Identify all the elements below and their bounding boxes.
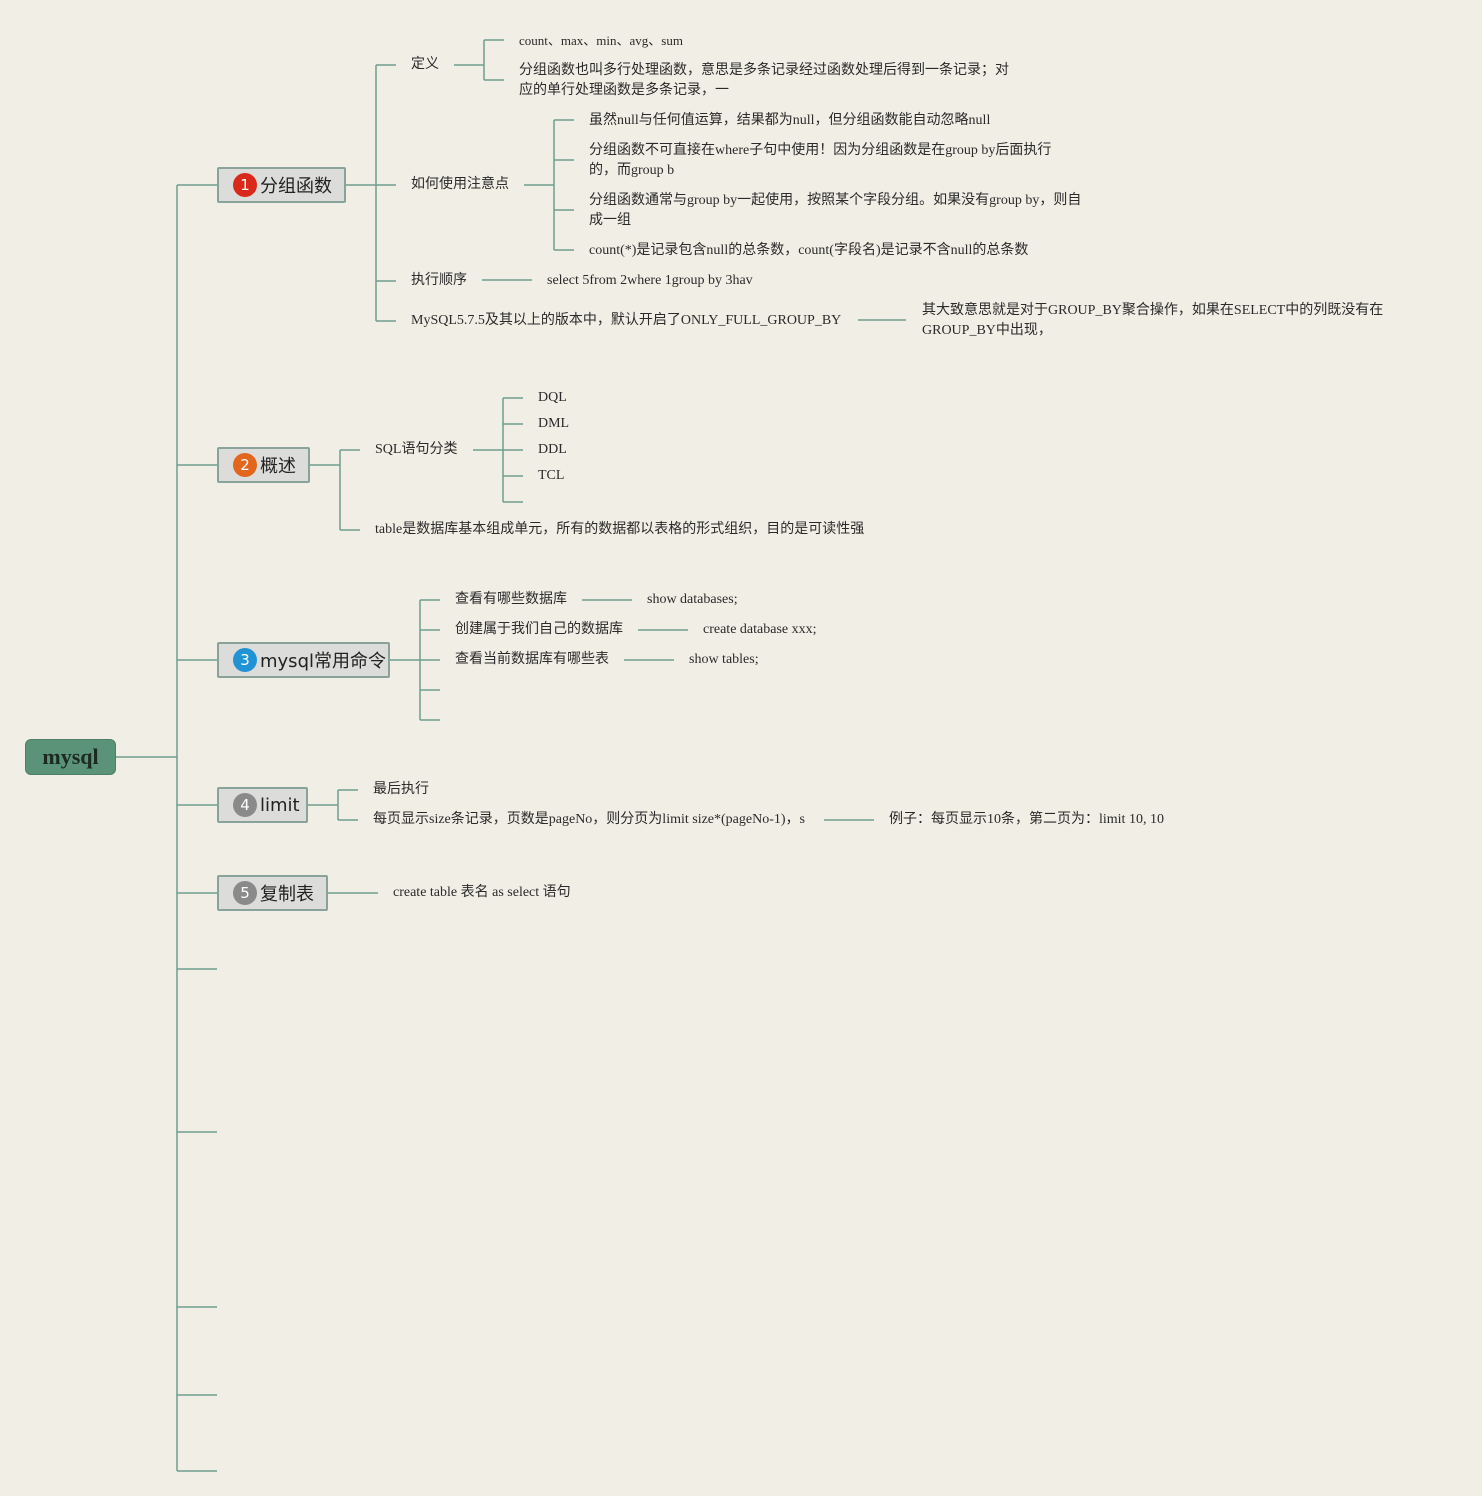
branch-aggregate-functions[interactable]: 1 分组函数 — [217, 167, 346, 203]
branch-label: limit — [260, 794, 300, 816]
node-usage-notes[interactable]: 如何使用注意点 — [411, 177, 509, 192]
node-limit-last-exec[interactable]: 最后执行 — [373, 782, 429, 797]
node-cmd-show-databases[interactable]: 查看有哪些数据库 — [455, 592, 567, 607]
node-exec-order[interactable]: 执行顺序 — [411, 273, 467, 288]
node-exec-order-value[interactable]: select 5from 2where 1group by 3hav — [547, 273, 753, 288]
node-cmd-show-databases-value[interactable]: show databases; — [647, 592, 738, 607]
node-cmd-create-database[interactable]: 创建属于我们自己的数据库 — [455, 622, 623, 637]
root-node[interactable]: mysql — [25, 739, 116, 775]
branch-mysql-commands[interactable]: 3 mysql常用命令 — [217, 642, 390, 678]
node-mysql-version-value[interactable]: 其大致意思就是对于GROUP_BY聚合操作，如果在SELECT中的列既没有在GR… — [922, 303, 1384, 338]
node-cmd-show-tables-value[interactable]: show tables; — [689, 652, 759, 667]
node-usage-note-where[interactable]: 分组函数不可直接在where子句中使用！因为分组函数是在group by后面执行… — [589, 143, 1052, 178]
priority-4-icon: 4 — [233, 793, 257, 817]
branch-copy-table[interactable]: 5 复制表 — [217, 875, 328, 911]
node-table-note[interactable]: table是数据库基本组成单元，所有的数据都以表格的形式组织，目的是可读性强 — [375, 522, 865, 537]
priority-3-icon: 3 — [233, 648, 257, 672]
node-sql-ddl[interactable]: DDL — [538, 442, 567, 457]
node-usage-note-groupby[interactable]: 分组函数通常与group by一起使用，按照某个字段分组。如果没有group b… — [589, 193, 1082, 228]
node-limit-paging-example[interactable]: 例子：每页显示10条，第二页为：limit 10, 10 — [889, 812, 1164, 827]
branch-label: 分组函数 — [260, 176, 332, 197]
node-copy-table-value[interactable]: create table 表名 as select 语句 — [393, 885, 571, 900]
branch-label: 概述 — [260, 456, 296, 477]
node-cmd-show-tables[interactable]: 查看当前数据库有哪些表 — [455, 652, 609, 667]
branch-label: mysql常用命令 — [260, 651, 386, 672]
priority-2-icon: 2 — [233, 453, 257, 477]
node-usage-note-count[interactable]: count(*)是记录包含null的总条数，count(字段名)是记录不含nul… — [589, 243, 1029, 258]
branch-limit[interactable]: 4 limit — [217, 787, 308, 823]
node-cmd-create-database-value[interactable]: create database xxx; — [703, 622, 817, 637]
node-sql-tcl[interactable]: TCL — [538, 468, 565, 483]
node-usage-note-null[interactable]: 虽然null与任何值运算，结果都为null，但分组函数能自动忽略null — [589, 113, 991, 128]
branch-overview[interactable]: 2 概述 — [217, 447, 310, 483]
node-sql-dql[interactable]: DQL — [538, 390, 567, 405]
branch-label: 复制表 — [260, 884, 314, 905]
node-sql-classification[interactable]: SQL语句分类 — [375, 442, 458, 457]
priority-1-icon: 1 — [233, 173, 257, 197]
node-definition-desc[interactable]: 分组函数也叫多行处理函数，意思是多条记录经过函数处理后得到一条记录；对应的单行处… — [519, 63, 1009, 98]
node-limit-paging[interactable]: 每页显示size条记录，页数是pageNo，则分页为limit size*(pa… — [373, 812, 805, 827]
node-mysql-version[interactable]: MySQL5.7.5及其以上的版本中，默认开启了ONLY_FULL_GROUP_… — [411, 313, 842, 328]
node-definition[interactable]: 定义 — [411, 57, 439, 72]
node-sql-dml[interactable]: DML — [538, 416, 570, 431]
priority-5-icon: 5 — [233, 881, 257, 905]
node-definition-functions[interactable]: count、max、min、avg、sum — [519, 33, 683, 48]
